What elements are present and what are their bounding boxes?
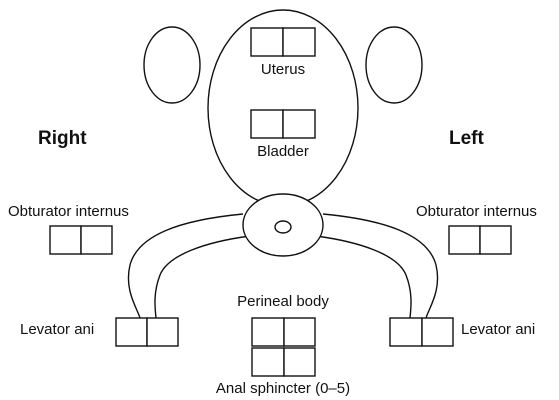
- right-ovary-outline: [144, 27, 200, 103]
- levator-ani-right-box-1[interactable]: [116, 318, 147, 346]
- anal-sphincter-label: Anal sphincter (0–5): [216, 380, 350, 397]
- perineal-body-box-1[interactable]: [252, 318, 284, 346]
- obturator-internus-left-box-2[interactable]: [480, 226, 511, 254]
- obturator-internus-left-label: Obturator internus: [416, 203, 537, 220]
- obturator-internus-right-label: Obturator internus: [8, 203, 129, 220]
- obturator-internus-right-box-2[interactable]: [81, 226, 112, 254]
- levator-ani-right-label: Levator ani: [20, 321, 94, 338]
- levator-ani-left-outer-curve: [323, 214, 438, 318]
- pelvic-outlet-ring: [243, 194, 323, 256]
- bladder-score-box-1[interactable]: [251, 110, 283, 138]
- levator-ani-left-box-1[interactable]: [390, 318, 422, 346]
- levator-ani-left-box-2[interactable]: [422, 318, 453, 346]
- anal-sphincter-box-1[interactable]: [252, 348, 284, 376]
- levator-ani-left-label: Levator ani: [461, 321, 535, 338]
- obturator-internus-right-box-1[interactable]: [50, 226, 81, 254]
- uterus-label: Uterus: [261, 61, 305, 78]
- left-ovary-outline: [366, 27, 422, 103]
- bladder-label: Bladder: [257, 143, 309, 160]
- uterus-score-box-2[interactable]: [283, 28, 315, 56]
- uterus-score-box-1[interactable]: [251, 28, 283, 56]
- right-side-label: Right: [38, 128, 87, 149]
- obturator-internus-left-box-1[interactable]: [449, 226, 480, 254]
- levator-ani-right-outer-curve: [128, 214, 243, 318]
- levator-ani-right-box-2[interactable]: [147, 318, 178, 346]
- perineal-body-box-2[interactable]: [284, 318, 315, 346]
- levator-ani-right-inner-curve: [155, 236, 250, 318]
- anal-sphincter-box-2[interactable]: [284, 348, 315, 376]
- levator-ani-left-inner-curve: [316, 236, 411, 318]
- left-side-label: Left: [449, 128, 485, 149]
- bladder-score-box-2[interactable]: [283, 110, 315, 138]
- perineal-body-label: Perineal body: [237, 293, 329, 310]
